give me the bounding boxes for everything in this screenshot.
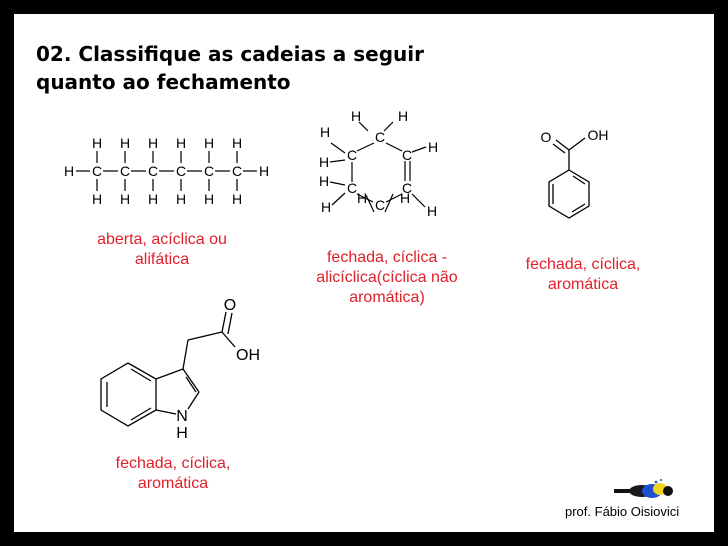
- hexane-atom-c: C: [232, 163, 242, 179]
- cyclohexene-caption-line-3: aromática): [349, 289, 425, 306]
- benzoic-caption-line-2: aromática: [547, 276, 619, 293]
- hexane-atom-h: H: [232, 135, 242, 151]
- hexane-atom-c: C: [204, 163, 214, 179]
- cyclohexene-caption-line-1: fechada, cíclica -: [326, 249, 448, 266]
- hexane-atom-h: H: [204, 135, 214, 151]
- indole-atom-n: N: [176, 408, 188, 425]
- hexane-caption-line-1: aberta, acíclica ou: [97, 231, 227, 248]
- benzoic-acid-caption: fechada, cíclica, aromática: [508, 255, 658, 295]
- hexane-atom-h: H: [120, 191, 130, 207]
- cyclohexene-atom-h: H: [427, 203, 437, 219]
- hexane-atom-c: C: [92, 163, 102, 179]
- hexane-atom-h: H: [148, 135, 158, 151]
- cyclohexene-atom-c: C: [402, 180, 412, 196]
- hexane-atom-c: C: [120, 163, 130, 179]
- hexane-caption-line-2: alifática: [134, 251, 190, 268]
- benzoic-caption-line-1: fechada, cíclica,: [525, 256, 641, 273]
- slide: [14, 14, 714, 532]
- cyclohexene-atom-h: H: [400, 190, 410, 206]
- hexane-atom-h: H: [148, 191, 158, 207]
- cyclohexene-atom-h: H: [398, 108, 408, 124]
- hexane-caption: aberta, acíclica ou alifática: [82, 230, 242, 270]
- diver-logo-icon: [614, 479, 673, 498]
- hexane-atom-h: H: [232, 191, 242, 207]
- hexane-atom-h: H: [64, 163, 74, 179]
- cyclohexene-atom-h: H: [319, 173, 329, 189]
- hexane-atom-h: H: [92, 135, 102, 151]
- cyclohexene-atom-h: H: [321, 199, 331, 215]
- indole-caption-line-1: fechada, cíclica,: [115, 455, 231, 472]
- author-credit: prof. Fábio Oisiovici: [565, 504, 680, 519]
- hexane-atom-h: H: [259, 163, 269, 179]
- cyclohexene-atom-h: H: [357, 190, 367, 206]
- title-line-1: 02. Classifique as cadeias a seguir: [36, 42, 425, 66]
- hexane-atom-h: H: [176, 191, 186, 207]
- slide-title: 02. Classifique as cadeias a seguir quan…: [36, 40, 536, 96]
- title-line-2: quanto ao fechamento: [36, 70, 291, 94]
- hexane-atom-h: H: [120, 135, 130, 151]
- hexane-atom-c: C: [176, 163, 186, 179]
- cyclohexene-caption: fechada, cíclica - alicíclica(cíclica nã…: [302, 248, 472, 308]
- cyclohexene-caption-line-2: alicíclica(cíclica não: [316, 269, 458, 286]
- cyclohexene-atom-h: H: [319, 154, 329, 170]
- cyclohexene-atom-c: C: [402, 147, 412, 163]
- hexane-atom-h: H: [92, 191, 102, 207]
- cyclohexene-atom-c: C: [347, 180, 357, 196]
- hexane-atom-h: H: [176, 135, 186, 151]
- cyclohexene-atom-c: C: [375, 197, 385, 213]
- indole-atom-o: O: [224, 297, 236, 314]
- hexane-atom-c: C: [148, 163, 158, 179]
- cyclohexene-atom-h: H: [351, 108, 361, 124]
- cyclohexene-atom-h: H: [428, 139, 438, 155]
- cyclohexene-atom-c: C: [347, 147, 357, 163]
- cyclohexene-atom-h: H: [320, 124, 330, 140]
- hexane-atom-h: H: [204, 191, 214, 207]
- indole-caption: fechada, cíclica, aromática: [98, 454, 248, 494]
- indole-atom-oh: OH: [236, 347, 260, 364]
- indole-atom-h: H: [176, 425, 188, 442]
- benzoic-atom-o: O: [541, 129, 552, 145]
- indole-caption-line-2: aromática: [137, 475, 209, 492]
- cyclohexene-atom-c: C: [375, 129, 385, 145]
- benzoic-atom-oh: OH: [588, 127, 609, 143]
